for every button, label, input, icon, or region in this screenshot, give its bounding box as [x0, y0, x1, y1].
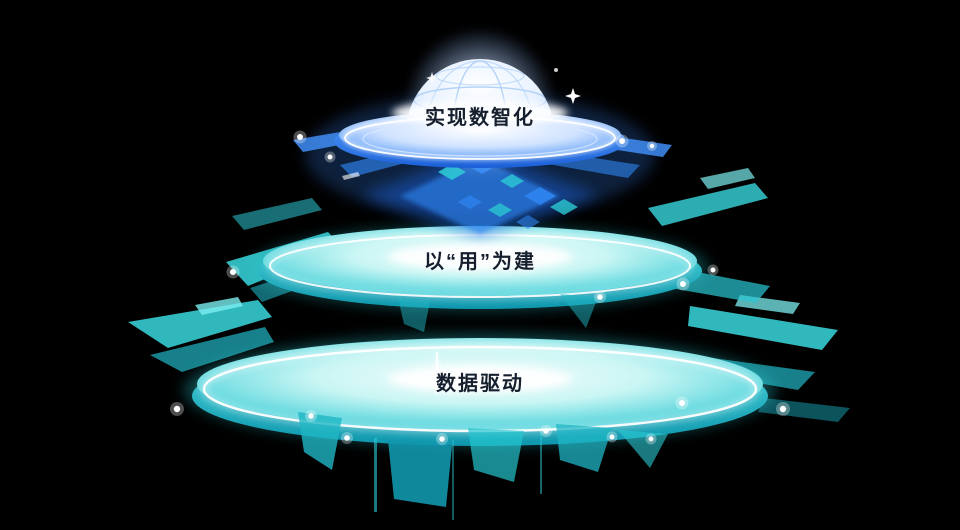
bottom-platform [184, 334, 776, 446]
light-beam [435, 350, 439, 394]
top-platform [334, 111, 626, 168]
glow-dots [170, 130, 790, 445]
tier-label-bottom: 数据驱动 [436, 373, 524, 395]
sparkle-icons [426, 68, 581, 104]
label-glow-bands [388, 100, 572, 392]
middle-hanging-shards [398, 294, 598, 332]
tier-label-top: 实现数智化 [425, 107, 535, 129]
bottom-hanging-shards [298, 412, 668, 520]
tier-label-middle: 以“用”为建 [424, 251, 536, 273]
